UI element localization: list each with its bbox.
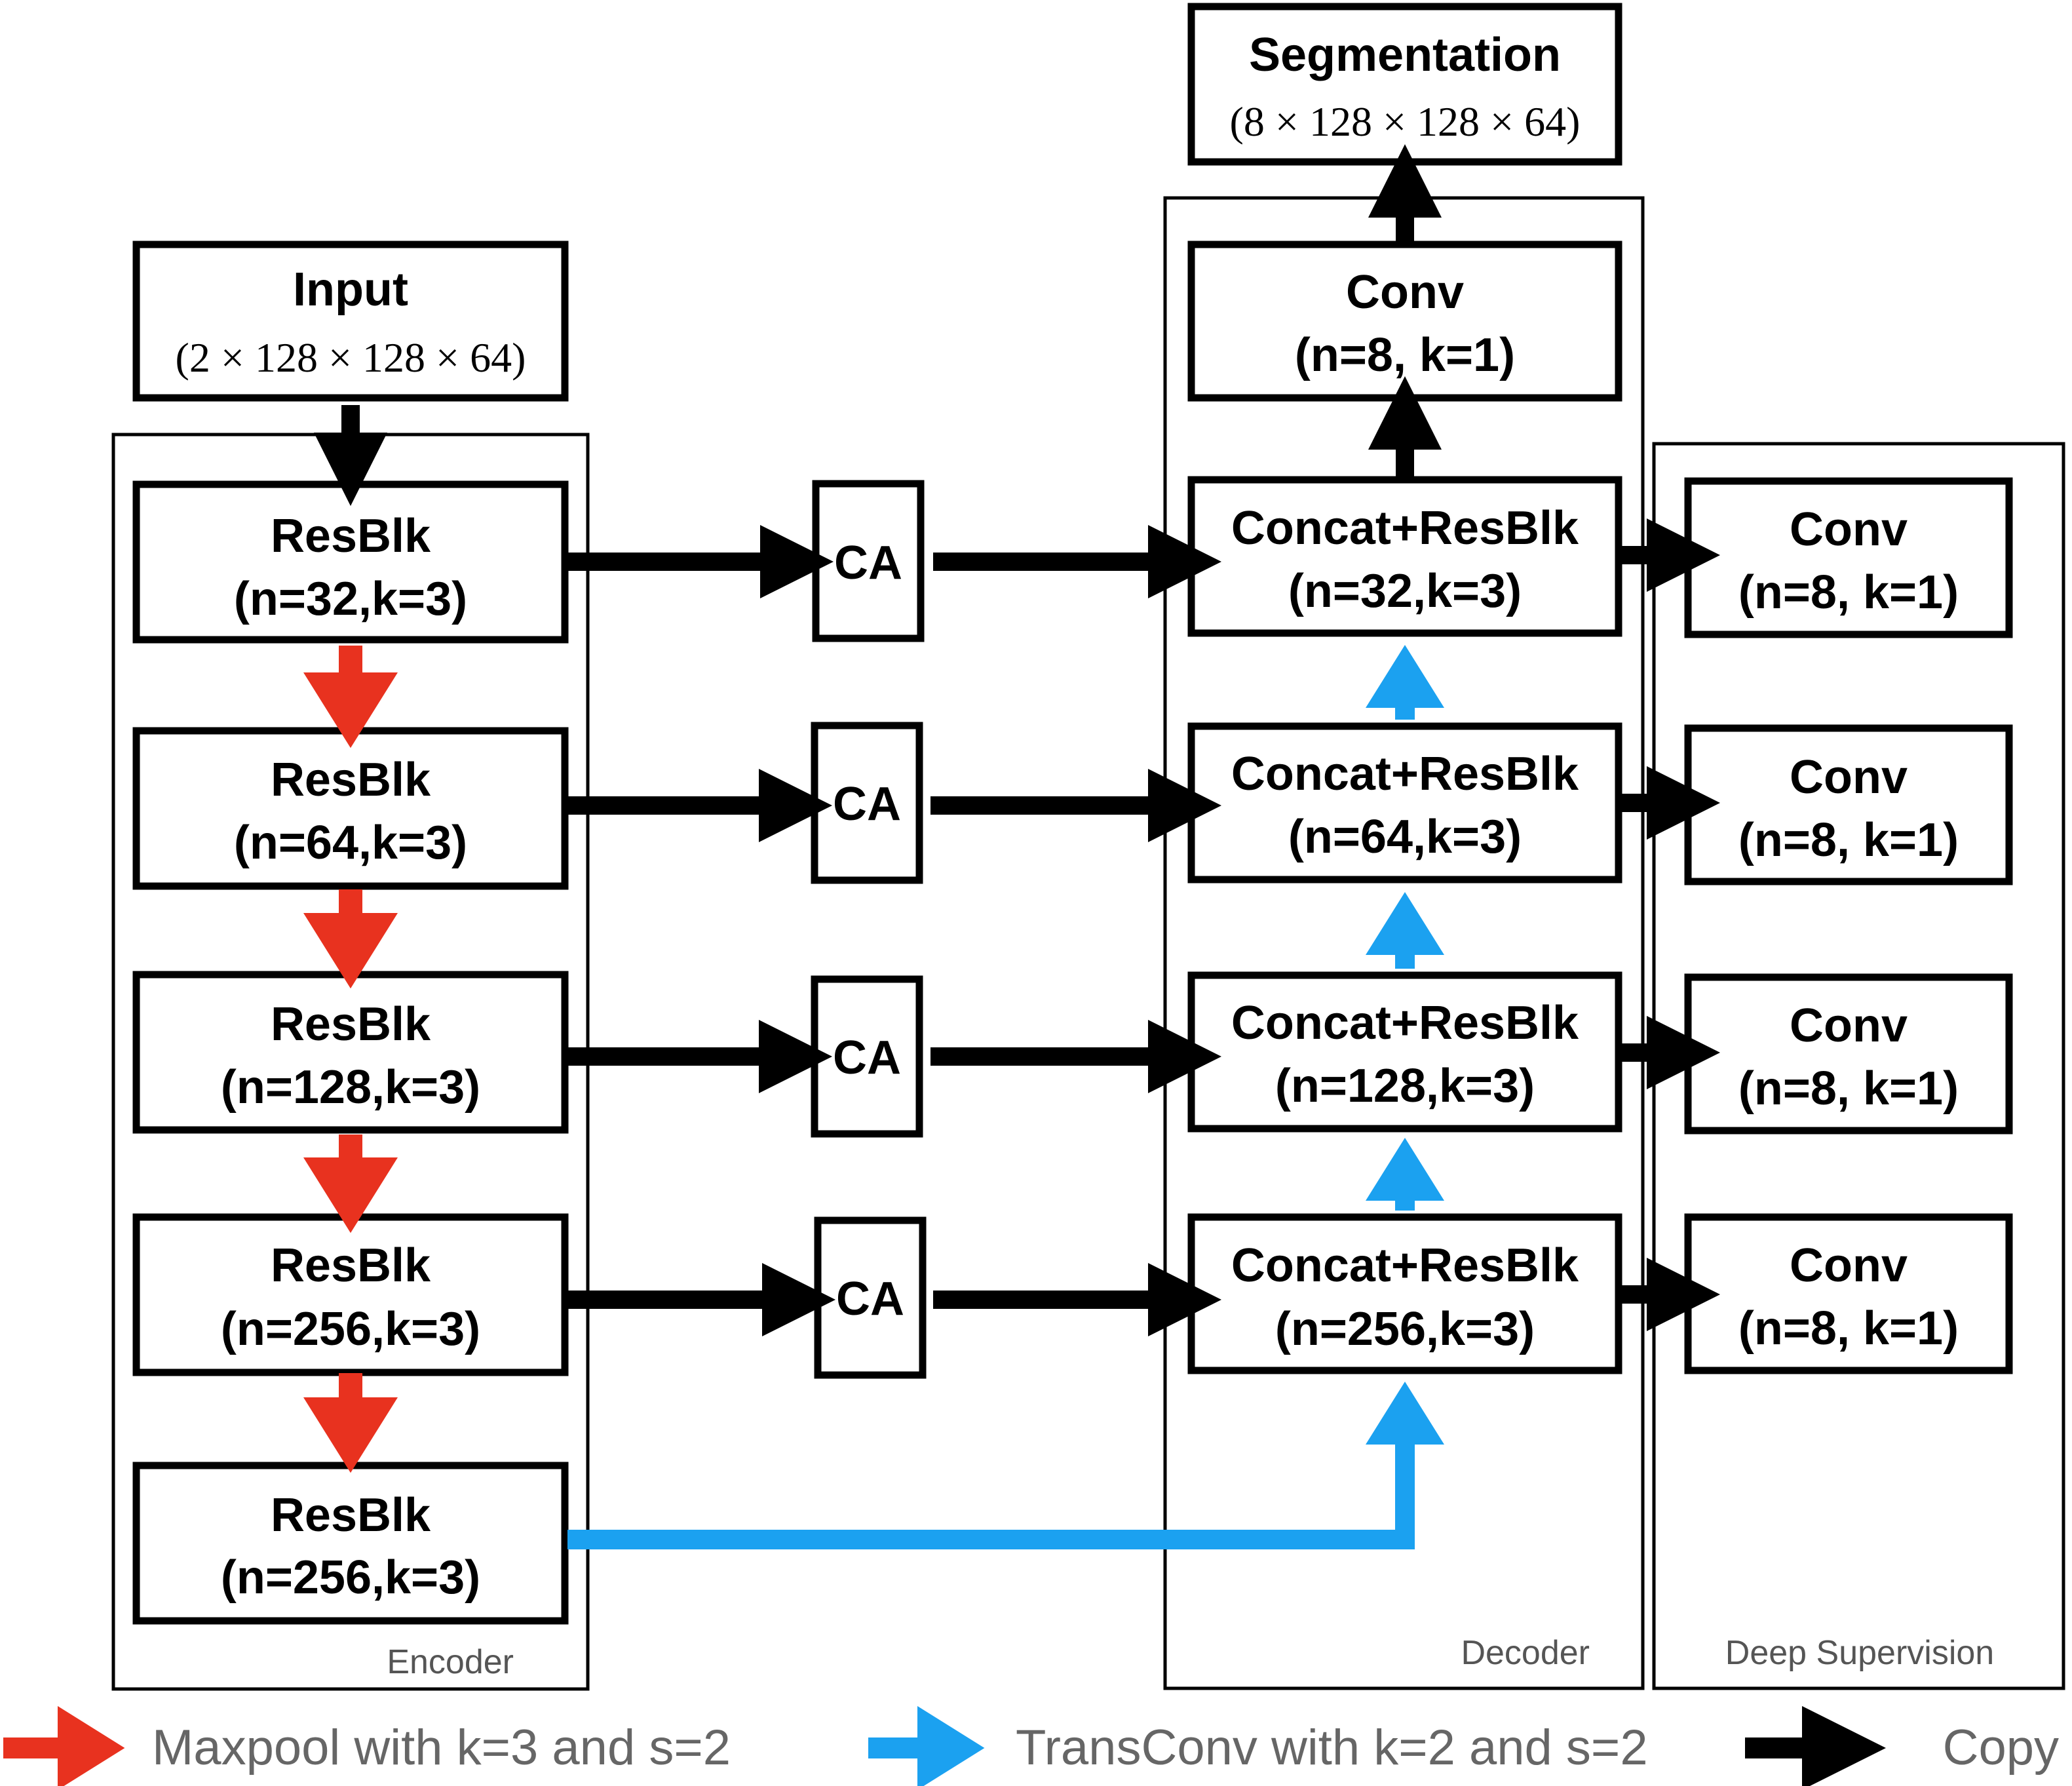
legend-maxpool-label: Maxpool with k=3 and s=2 [152,1720,731,1776]
ca-label-4: CA [836,1273,904,1325]
deep-supervision-block-1: Conv (n=8, k=1) [1684,477,2013,638]
ca-block-1: CA [812,480,925,642]
output-title: Segmentation [1249,29,1561,81]
deep-supervision-block-2: Conv (n=8, k=1) [1684,724,2013,885]
encoder-block-2: ResBlk (n=64,k=3) [132,727,569,890]
decoder-final-conv-params: (n=8, k=1) [1295,329,1515,381]
deep-supervision-block-4-title: Conv [1790,1239,1908,1292]
deep-supervision-block-3-title: Conv [1790,1000,1908,1052]
encoder-block-5-params: (n=256,k=3) [221,1551,480,1604]
encoder-block-5-title: ResBlk [271,1489,431,1542]
ca-label-3: CA [833,1032,901,1084]
deep-supervision-block-4: Conv (n=8, k=1) [1684,1213,2013,1374]
legend: Maxpool with k=3 and s=2 TransConv with … [3,1706,2059,1786]
input-title: Input [293,263,408,316]
decoder-block-3-params: (n=128,k=3) [1275,1060,1535,1112]
encoder-block-5: ResBlk (n=256,k=3) [132,1462,569,1625]
legend-transconv-label: TransConv with k=2 and s=2 [1016,1720,1648,1776]
decoder-block-1: Concat+ResBlk (n=32,k=3) [1187,476,1622,637]
decoder-block-4-params: (n=256,k=3) [1275,1303,1535,1355]
decoder-block-4-title: Concat+ResBlk [1231,1239,1579,1292]
input-shape: (2 × 128 × 128 × 64) [176,334,526,381]
encoder-block-3: ResBlk (n=128,k=3) [132,971,569,1134]
output-shape: (8 × 128 × 128 × 64) [1230,98,1581,145]
deep-supervision-block-3: Conv (n=8, k=1) [1684,973,2013,1135]
encoder-block-1-params: (n=32,k=3) [234,573,467,625]
decoder-block-3-title: Concat+ResBlk [1231,997,1579,1049]
decoder-block-2: Concat+ResBlk (n=64,k=3) [1187,722,1622,883]
ca-block-3: CA [811,975,923,1138]
deep-supervision-block-3-params: (n=8, k=1) [1738,1062,1959,1115]
input-block: Input (2 × 128 × 128 × 64) [132,241,569,402]
decoder-block-3: Concat+ResBlk (n=128,k=3) [1187,971,1622,1133]
encoder-block-4-title: ResBlk [271,1239,431,1292]
decoder-label: Decoder [1461,1634,1590,1672]
encoder-block-2-title: ResBlk [271,754,431,806]
deep-supervision-block-1-params: (n=8, k=1) [1738,566,1959,619]
encoder-block-1-title: ResBlk [271,510,431,562]
ca-label-2: CA [833,778,901,830]
transconv-arrow-bottleneck-to-decoder-4 [567,1382,1444,1549]
encoder-block-4-params: (n=256,k=3) [221,1303,480,1355]
encoder-block-1: ResBlk (n=32,k=3) [132,480,569,644]
decoder-final-conv-block: Conv (n=8, k=1) [1187,241,1622,402]
ca-block-2: CA [811,722,923,884]
ca-label-1: CA [834,537,902,589]
segmentation-output-block: Segmentation (8 × 128 × 128 × 64) [1187,3,1622,166]
encoder-label: Encoder [387,1643,514,1681]
deep-supervision-block-4-params: (n=8, k=1) [1738,1302,1959,1355]
deep-supervision-block-1-title: Conv [1790,503,1908,556]
decoder-block-2-title: Concat+ResBlk [1231,748,1579,800]
deep-supervision-block-2-title: Conv [1790,751,1908,804]
encoder-block-3-params: (n=128,k=3) [221,1061,480,1114]
decoder-block-4: Concat+ResBlk (n=256,k=3) [1187,1213,1622,1374]
encoder-block-3-title: ResBlk [271,998,431,1051]
encoder-block-4: ResBlk (n=256,k=3) [132,1213,569,1376]
decoder-block-2-params: (n=64,k=3) [1288,811,1522,863]
deep-supervision-block-2-params: (n=8, k=1) [1738,814,1959,866]
decoder-block-1-params: (n=32,k=3) [1288,565,1522,617]
decoder-block-1-title: Concat+ResBlk [1231,502,1579,554]
legend-copy-label: Copy [1943,1720,2059,1776]
deep-supervision-label: Deep Supervision [1725,1634,1994,1672]
ca-block-4: CA [814,1216,927,1379]
encoder-block-2-params: (n=64,k=3) [234,817,467,869]
decoder-final-conv-title: Conv [1346,266,1464,319]
